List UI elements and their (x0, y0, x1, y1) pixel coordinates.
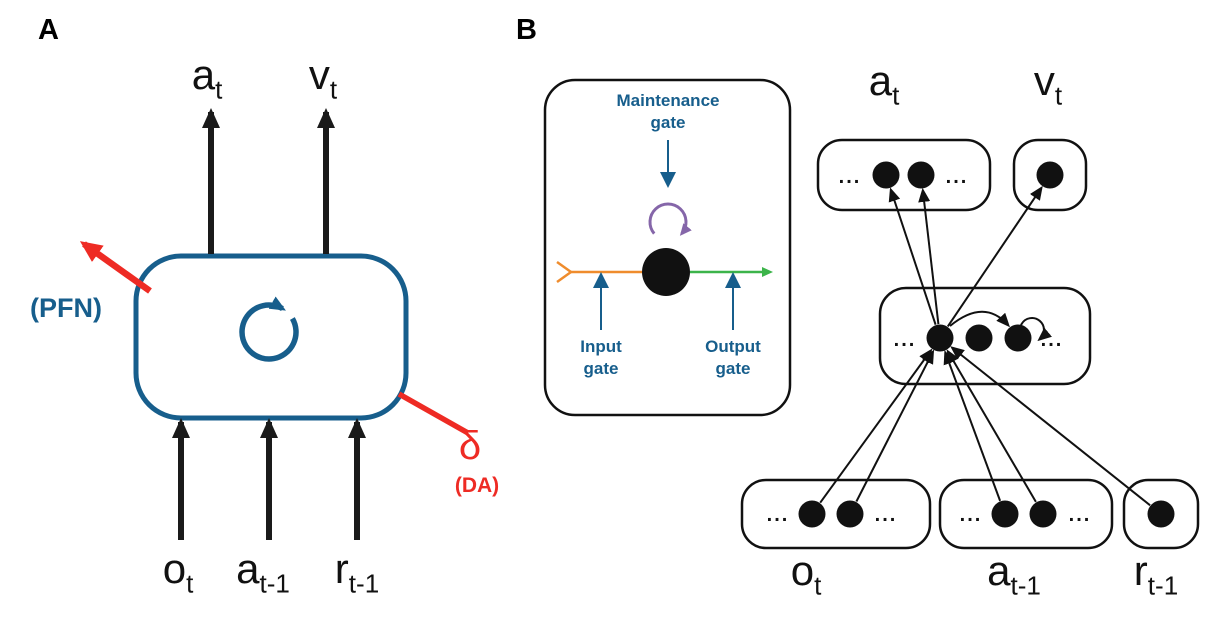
ellipsis-observation-right: ... (875, 504, 898, 526)
net-label-r-t-1: rt-1 (1133, 547, 1179, 601)
label-o-t-main: o (162, 545, 187, 592)
label-a-t-sub: t (215, 74, 223, 105)
net-label-a-t-main: a (868, 57, 893, 104)
maintenance-gate-triangle-icon (660, 172, 676, 188)
net-label-o-t-sub: t (814, 570, 822, 601)
arrow-prev-action1-to-hidden (943, 350, 1002, 502)
value-node (1036, 161, 1064, 189)
arrow-hidden-to-action-1 (888, 187, 937, 326)
arrow-prev-reward-to-hidden (950, 346, 1151, 507)
label-a-t-1: at-1 (236, 545, 290, 599)
output-gate-label: Output gate (705, 336, 761, 380)
arrow-prev-action2-to-hidden (946, 349, 1037, 503)
input-fork-upper (556, 260, 572, 274)
arrow-observation2-to-hidden (855, 349, 935, 502)
hidden-node-1 (926, 324, 954, 352)
label-r-t-1-sub: t-1 (348, 568, 380, 599)
input-gate-triangle-icon (593, 272, 609, 288)
ellipsis-hidden-left: ... (894, 329, 917, 351)
memory-cell-node (642, 248, 690, 296)
label-a-t-1-sub: t-1 (259, 568, 290, 599)
prev-action-node-1 (991, 500, 1019, 528)
output-gate-line2: gate (715, 359, 751, 379)
label-o-t-sub: t (186, 568, 194, 599)
pfn-output-red-arrow (79, 241, 152, 294)
panel-b-letter: B (516, 14, 537, 46)
label-v-t-main: v (308, 51, 330, 98)
net-label-v-t-main: v (1033, 57, 1055, 104)
net-label-a-t-sub: t (892, 80, 900, 111)
delta-label: δ (458, 424, 482, 468)
net-label-r-t-1-main: r (1133, 547, 1148, 594)
da-label: (DA) (454, 474, 500, 497)
prev-action-node-2 (1029, 500, 1057, 528)
ellipsis-action-left: ... (839, 166, 862, 188)
label-o-t: ot (162, 545, 194, 599)
label-v-t-sub: t (329, 74, 338, 105)
action-layer-box (816, 138, 992, 212)
ellipsis-action-right: ... (946, 166, 969, 188)
action-node-2 (907, 161, 935, 189)
output-gate-triangle-icon (725, 272, 741, 288)
pfn-label: (PFN) (30, 293, 102, 323)
arrow-hidden-to-value (946, 185, 1043, 327)
output-gate-line1: Output (705, 337, 761, 356)
label-a-t: at (191, 51, 223, 105)
hidden-node-3 (1004, 324, 1032, 352)
label-r-t-1: rt-1 (334, 545, 380, 599)
action-node-1 (872, 161, 900, 189)
ellipsis-prev-action-left: ... (960, 504, 983, 526)
recurrence-circular-arrow-icon (239, 296, 299, 362)
lstm-inset-box (543, 78, 792, 417)
ellipsis-hidden-right: ... (1041, 329, 1064, 351)
label-r-t-1-main: r (334, 545, 349, 592)
maintenance-gate-line2: gate (650, 113, 686, 133)
ellipsis-prev-action-right: ... (1069, 504, 1092, 526)
net-label-v-t: vt (1033, 57, 1063, 111)
prev-reward-node (1147, 500, 1175, 528)
input-gate-line1: Input (580, 337, 622, 356)
net-label-a-t-1-sub: t-1 (1010, 570, 1041, 601)
label-a-t-1-main: a (236, 545, 260, 592)
net-label-v-t-sub: t (1054, 80, 1063, 111)
hidden-node-2 (965, 324, 993, 352)
prev-action-layer-box (938, 478, 1114, 550)
input-gate-line2: gate (583, 359, 619, 379)
net-label-o-t: ot (790, 547, 822, 601)
observation-node-1 (798, 500, 826, 528)
dopamine-input-red-line (397, 391, 470, 436)
label-a-t-main: a (191, 51, 216, 98)
panel-b-lstm-inset (543, 78, 792, 417)
observation-node-2 (836, 500, 864, 528)
input-fork-lower (556, 270, 572, 284)
panel-a-letter: A (38, 14, 59, 46)
ellipsis-observation-left: ... (767, 504, 790, 526)
net-label-a-t-1: at-1 (987, 547, 1041, 601)
panel-b-network: ... ... ... ... ... ... ... ... (740, 138, 1200, 550)
panel-a-diagram (79, 108, 470, 540)
arrow-observation1-to-hidden (819, 348, 933, 504)
input-gate-label: Input gate (580, 336, 622, 380)
arrow-hidden-to-action-2 (918, 187, 940, 325)
label-v-t: vt (308, 51, 338, 105)
net-label-a-t: at (868, 57, 900, 111)
net-label-r-t-1-sub: t-1 (1147, 570, 1179, 601)
maintenance-gate-line1: Maintenance (616, 91, 720, 110)
pfn-box (133, 253, 409, 421)
net-label-a-t-1-main: a (987, 547, 1011, 594)
maintenance-loop-arrow-icon (648, 202, 692, 236)
maintenance-gate-label: Maintenance gate (617, 90, 720, 134)
net-label-o-t-main: o (790, 547, 815, 594)
recurrent-arc-arrow (949, 310, 1010, 328)
